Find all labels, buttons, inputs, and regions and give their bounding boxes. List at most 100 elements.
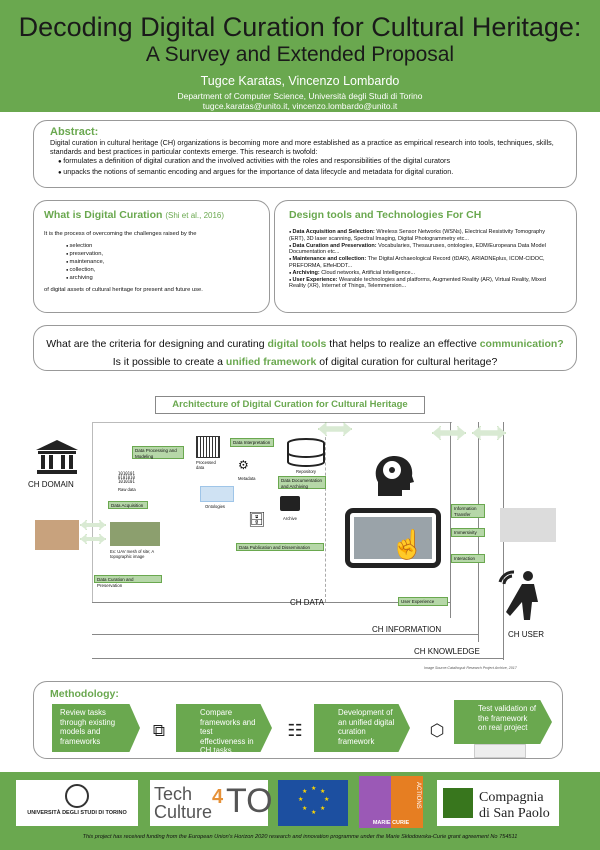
- svg-text:★: ★: [302, 805, 307, 812]
- funding-note: This project has received funding from t…: [82, 834, 518, 840]
- ch-domain-label: CH DOMAIN: [28, 480, 74, 489]
- project-thumbnail: [474, 744, 526, 758]
- ch-data-line: [92, 602, 450, 603]
- ch-information-label: CH INFORMATION: [372, 625, 442, 634]
- ontology-image: [200, 486, 234, 502]
- mesh-caption: Ex: UAV mesh of site; A topographic imag…: [110, 549, 154, 559]
- to-text: TO: [226, 782, 273, 820]
- q1-part: that helps to realize an effective: [326, 338, 480, 350]
- compagnia-san-paolo-logo: Compagnia di San Paolo: [437, 780, 559, 826]
- tool-item: Maintenance and collection: The Digital …: [289, 256, 562, 269]
- csp-name-1: Compagnia: [479, 790, 544, 805]
- folder-icon: [280, 496, 300, 511]
- abstract-panel: Abstract: Digital curation in cultural h…: [33, 120, 577, 188]
- double-arrow-icon: [80, 520, 106, 530]
- head-network-icon: [370, 452, 418, 500]
- ch-knowledge-line: [92, 658, 503, 659]
- poster-title-line1: Decoding Digital Curation for Cultural H…: [18, 12, 582, 42]
- q2-part: of digital curation for cultural heritag…: [316, 356, 498, 368]
- poster-title-line2: A Survey and Extended Proposal: [145, 43, 455, 66]
- abstract-bullet: unpacks the notions of semantic encoding…: [58, 167, 560, 178]
- tool-item-text: Vocabularies, Thesauruses, ontologies, E…: [289, 242, 546, 256]
- poster-header: Decoding Digital Curation for Cultural H…: [0, 0, 600, 112]
- svg-text:★: ★: [311, 785, 316, 792]
- q1-part: What are the criteria for designing and …: [46, 338, 268, 350]
- data-processing-box: Data Processing and Modeling: [132, 446, 184, 459]
- svg-text:★: ★: [311, 809, 316, 816]
- csp-name-2: di San Paolo: [479, 806, 550, 821]
- dc-list-item: preservation,: [66, 250, 259, 258]
- museum-icon: [34, 438, 80, 478]
- design-tools-panel: Design tools and Technologies For CH Dat…: [274, 200, 577, 313]
- methodology-step-1: Review tasks through existing models and…: [52, 704, 140, 752]
- data-acquisition-box: Data Acquisition: [108, 501, 148, 509]
- ch-user-label: CH USER: [508, 630, 545, 639]
- uav-mesh-image: [110, 522, 160, 546]
- double-arrow-icon: [432, 426, 466, 440]
- question-line-1: What are the criteria for designing and …: [34, 335, 576, 353]
- frames-icon: ⧉: [152, 721, 166, 740]
- svg-text:★: ★: [302, 788, 307, 795]
- research-question-panel: What are the criteria for designing and …: [33, 325, 577, 371]
- svg-text:★: ★: [298, 796, 303, 803]
- double-arrow-icon: [318, 422, 352, 436]
- vr-photo: [500, 508, 556, 542]
- svg-text:★: ★: [320, 788, 325, 795]
- double-arrow-icon: [80, 534, 106, 544]
- dc-list-item: maintenance,: [66, 258, 259, 266]
- repository-label: Repository: [296, 469, 317, 474]
- methodology-panel: Methodology: Review tasks through existi…: [33, 681, 563, 759]
- data-publication-box: Data Publication and Dissemination: [236, 543, 324, 551]
- tool-item-label: User Experience:: [292, 276, 338, 283]
- tool-item: User Experience: Wearable technologies a…: [289, 277, 562, 290]
- tablet-screen-image: [354, 517, 432, 559]
- methodology-step-3: Development of an unified digital curati…: [314, 704, 410, 752]
- eu-flag-logo: ★★★★★★★★: [278, 780, 348, 826]
- diagram-dashed-line: [325, 422, 326, 602]
- dc-intro: It is the process of overcoming the chal…: [44, 231, 197, 237]
- dc-heading-text: What is Digital Curation: [44, 209, 163, 221]
- digital-curation-panel: What is Digital Curation (Shi et al., 20…: [33, 200, 270, 313]
- abstract-text: Digital curation in cultural heritage (C…: [50, 138, 554, 156]
- tool-item-label: Data Acquisition and Selection:: [292, 229, 375, 235]
- processed-data-label: Processed data: [196, 460, 216, 470]
- mc-name-text: MARIE CURIE: [372, 820, 410, 826]
- affiliation: Department of Computer Science, Universi…: [177, 91, 423, 101]
- authors: Tugce Karatas, Vincenzo Lombardo: [200, 74, 400, 88]
- methodology-step-4: Test validation of the framework on real…: [454, 700, 552, 744]
- cube-icon: ⬡: [429, 721, 445, 740]
- tool-item-text: Cloud networks, Artificial Intelligence.…: [319, 269, 416, 276]
- four-text: 4: [212, 786, 224, 808]
- design-tools-heading: Design tools and Technologies For CH: [289, 209, 482, 221]
- diagram-frame-line: [92, 422, 452, 423]
- dc-list-item: collection,: [66, 266, 259, 274]
- q1-keyword: communication?: [479, 338, 564, 350]
- dc-citation: (Shi et al., 2016): [165, 211, 225, 220]
- dc-list-item: archiving: [66, 274, 259, 282]
- techculture4to-logo: Tech Culture 4 TO: [150, 780, 273, 826]
- dc-tail: of digital assets of cultural heritage f…: [44, 287, 203, 293]
- architecture-title: Architecture of Digital Curation for Cul…: [155, 396, 425, 414]
- processed-data-icon: [196, 436, 220, 458]
- data-interpretation-box: Data Interpretation: [230, 438, 274, 447]
- footer: UNIVERSITÀ DEGLI STUDI DI TORINO Tech Cu…: [0, 772, 600, 850]
- image-source: Image Source:Catalhoyuk Research Project…: [424, 666, 517, 670]
- repository-icon: [286, 438, 326, 468]
- user-wifi-icon: [494, 566, 544, 622]
- unito-logo: UNIVERSITÀ DEGLI STUDI DI TORINO: [16, 780, 138, 826]
- mc-actions-text: ACTIONS: [415, 782, 421, 809]
- architecture-diagram: CH DATA CH INFORMATION CH KNOWLEDGE CH D…: [0, 416, 600, 678]
- diagram-frame-line: [92, 422, 93, 602]
- tool-item-text: Wireless Sensor Networks (WSNs), Electri…: [289, 229, 545, 242]
- ontologies-label: Ontologies: [205, 504, 226, 509]
- tool-item-text: Wearable technologies and platforms, Aug…: [289, 276, 546, 290]
- tool-item: Data Acquisition and Selection: Wireless…: [289, 229, 562, 242]
- ch-data-label: CH DATA: [290, 598, 324, 607]
- tool-item-label: Data Curation and Preservation:: [292, 242, 377, 249]
- q2-keyword: unified framework: [225, 356, 317, 368]
- tool-item-label: Archiving:: [292, 269, 320, 276]
- abstract-bullet: formulates a definition of digital curat…: [58, 156, 560, 167]
- user-experience-box: User Experience: [398, 597, 448, 606]
- author-emails: tugce.karatas@unito.it, vincenzo.lombard…: [202, 101, 398, 111]
- question-line-2: Is it possible to create a unified frame…: [34, 353, 576, 371]
